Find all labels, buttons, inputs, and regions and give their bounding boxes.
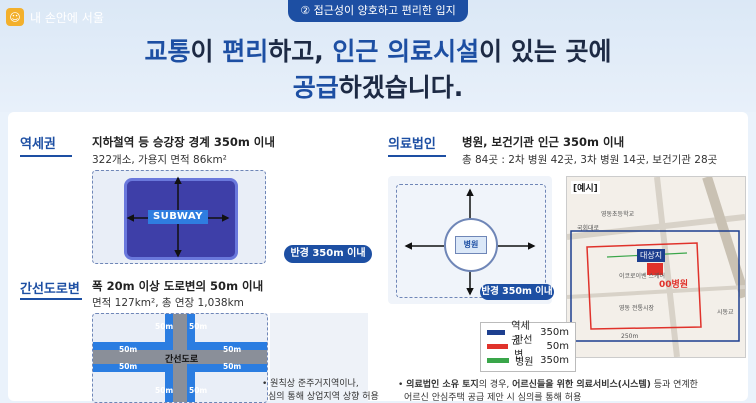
arterial-note-1: • 원칙상 준주거지역이나, xyxy=(262,379,359,389)
note-emphasis: 어르신들을 위한 의료서비스(시스템) xyxy=(512,380,651,390)
headline-highlight-convenient: 편리 xyxy=(222,37,269,66)
medical-corp-label: 의료법인 xyxy=(388,137,436,152)
section-divider xyxy=(388,155,446,157)
hospital-radius-arrows xyxy=(404,188,536,296)
section-divider xyxy=(20,155,72,157)
brand-logo-text: 내 손안에 서울 xyxy=(30,10,104,25)
medical-corp-desc: 총 84곳 : 2차 병원 42곳, 3차 병원 14곳, 보건기관 28곳 xyxy=(462,154,718,166)
arterial-note-2: 심의 통해 상업지역 상향 허용 xyxy=(268,392,379,402)
distance-label: 50m xyxy=(223,345,242,354)
medical-corp-title: 병원, 보건기관 인근 350m 이내 xyxy=(462,135,625,149)
distance-label: 50m xyxy=(155,386,174,395)
legend-value: 50m xyxy=(546,340,569,352)
headline-line-1: 교통이 편리하고, 인근 의료시설이 있는 곳에 xyxy=(0,32,756,68)
map-legend: 역세권 350m 간선변 50m 병원 350m xyxy=(480,321,576,372)
legend-row: 간선변 50m xyxy=(487,335,569,361)
legend-value: 350m xyxy=(540,326,569,338)
legend-swatch xyxy=(487,343,509,349)
note-emphasis: 의료법인 소유 토지 xyxy=(406,380,479,390)
headline-text: 이 xyxy=(190,37,223,66)
map-example-label: [예시] xyxy=(571,181,600,194)
headline-highlight-transport: 교통 xyxy=(144,37,191,66)
map-hospital-label: 00병원 xyxy=(659,280,689,290)
map-target-marker xyxy=(647,263,663,275)
station-area-label: 역세권 xyxy=(20,137,56,152)
arterial-diagram: 간선도로 50m 50m 50m 50m 50m 50m 50m 50m xyxy=(92,313,268,403)
arterial-road-label: 간선도로변 xyxy=(20,282,80,297)
distance-label: 50m xyxy=(223,362,242,371)
arterial-road-title: 폭 20m 이상 도로변의 50m 이내 xyxy=(92,279,264,293)
brand-logo[interactable]: ☺ 내 손안에 서울 xyxy=(6,8,104,26)
headline-text: 하고, xyxy=(268,37,333,66)
map-place-label: 시동교 xyxy=(717,309,734,316)
map-place-label: 국회대로 xyxy=(577,225,600,232)
legend-label: 간선변 xyxy=(514,335,533,361)
note-text: 등과 연계한 xyxy=(650,380,698,390)
map-place-label: 이코로이벤 스케어 xyxy=(619,273,666,280)
section-divider xyxy=(20,298,82,300)
legend-label: 역세권 xyxy=(511,321,530,347)
distance-label: 50m xyxy=(119,345,138,354)
distance-label: 50m xyxy=(119,362,138,371)
medical-bottom-note-2: 어르신 안심주택 공급 제안 시 심의를 통해 허용 xyxy=(404,393,582,403)
arterial-note-box xyxy=(270,313,368,401)
road-label: 간선도로 xyxy=(165,355,199,365)
example-map: [예시] 대상지 00병원 영동초등학교 국회대로 이코로이벤 스케어 영동 전… xyxy=(566,175,750,358)
map-target-label: 대상지 xyxy=(637,249,666,262)
legend-swatch xyxy=(487,357,509,363)
medical-bottom-note-1: • 의료법인 소유 토지의 경우, 어르신들을 위한 의료서비스(시스템) 등과… xyxy=(398,380,698,390)
legend-label: 병원 xyxy=(515,356,534,368)
seoul-logo-icon: ☺ xyxy=(6,8,24,26)
headline-highlight-medical: 인근 의료시설 xyxy=(332,37,480,66)
headline-text: 이 있는 곳에 xyxy=(479,37,612,66)
road-cross-graphic xyxy=(93,314,267,402)
subway-label: SUBWAY xyxy=(148,210,208,224)
radius-badge-hospital: 반경 350m 이내 xyxy=(480,284,554,300)
headline-highlight-supply: 공급 xyxy=(292,73,339,102)
map-place-label: 250m xyxy=(621,333,639,340)
map-place-label: 영동초등학교 xyxy=(601,211,635,218)
note-text: 의 경우, xyxy=(478,380,513,390)
map-roads-graphic xyxy=(566,175,750,358)
arterial-road-desc: 면적 127km², 총 연장 1,038km xyxy=(92,297,244,309)
station-area-title: 지하철역 등 승강장 경계 350m 이내 xyxy=(92,135,275,149)
legend-row: 역세권 350m xyxy=(487,321,569,347)
arterial-note-1-text: 원칙상 준주거지역이나, xyxy=(270,379,359,389)
headline-line-2: 공급하겠습니다. xyxy=(0,68,756,104)
distance-label: 50m xyxy=(189,386,208,395)
station-area-desc: 322개소, 가용지 면적 86km² xyxy=(92,154,227,166)
map-place-label: 영동 전통시장 xyxy=(619,305,655,312)
radius-badge-station: 반경 350m 이내 xyxy=(284,245,372,263)
hospital-dashed-area xyxy=(396,184,546,298)
legend-row: 병원 350m xyxy=(487,353,569,368)
legend-swatch xyxy=(487,329,506,335)
legend-value: 350m xyxy=(540,354,569,366)
distance-label: 50m xyxy=(155,322,174,331)
distance-label: 50m xyxy=(189,322,208,331)
headline-text: 하겠습니다. xyxy=(338,73,464,102)
hospital-icon: 병원 xyxy=(455,236,487,254)
section-subtitle: ② 접근성이 양호하고 편리한 입지 xyxy=(288,0,468,22)
